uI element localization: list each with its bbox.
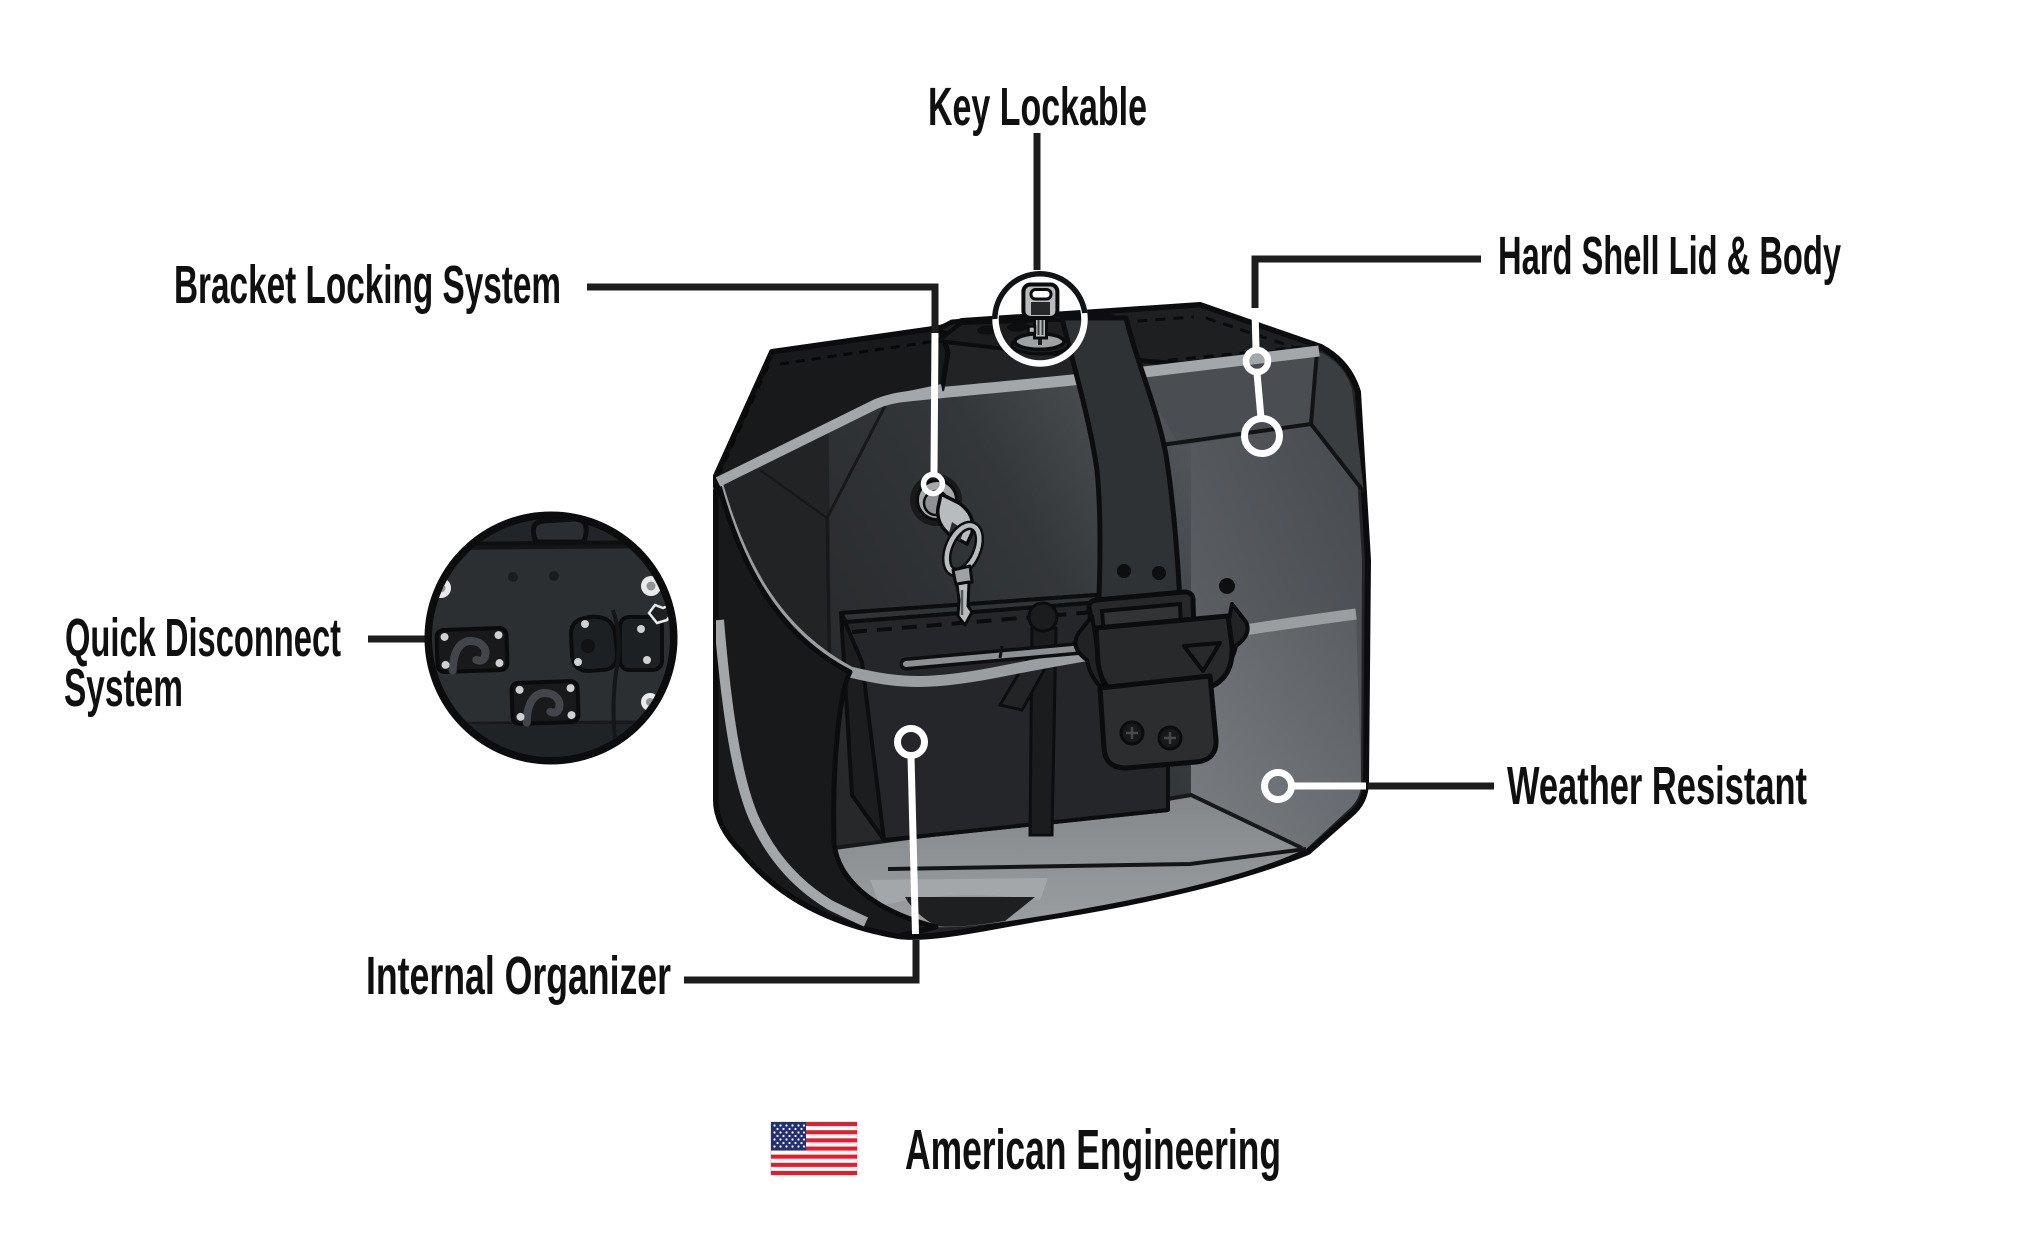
svg-text:System: System — [64, 658, 183, 718]
svg-text:Quick Disconnect: Quick Disconnect — [65, 608, 341, 668]
svg-text:American Engineering: American Engineering — [905, 1118, 1281, 1182]
svg-text:Hard Shell Lid & Body: Hard Shell Lid & Body — [1498, 226, 1841, 286]
svg-text:Internal Organizer: Internal Organizer — [366, 946, 671, 1006]
svg-text:Weather Resistant: Weather Resistant — [1507, 756, 1807, 816]
svg-text:Key Lockable: Key Lockable — [928, 77, 1147, 137]
svg-text:Bracket Locking System: Bracket Locking System — [174, 255, 561, 315]
